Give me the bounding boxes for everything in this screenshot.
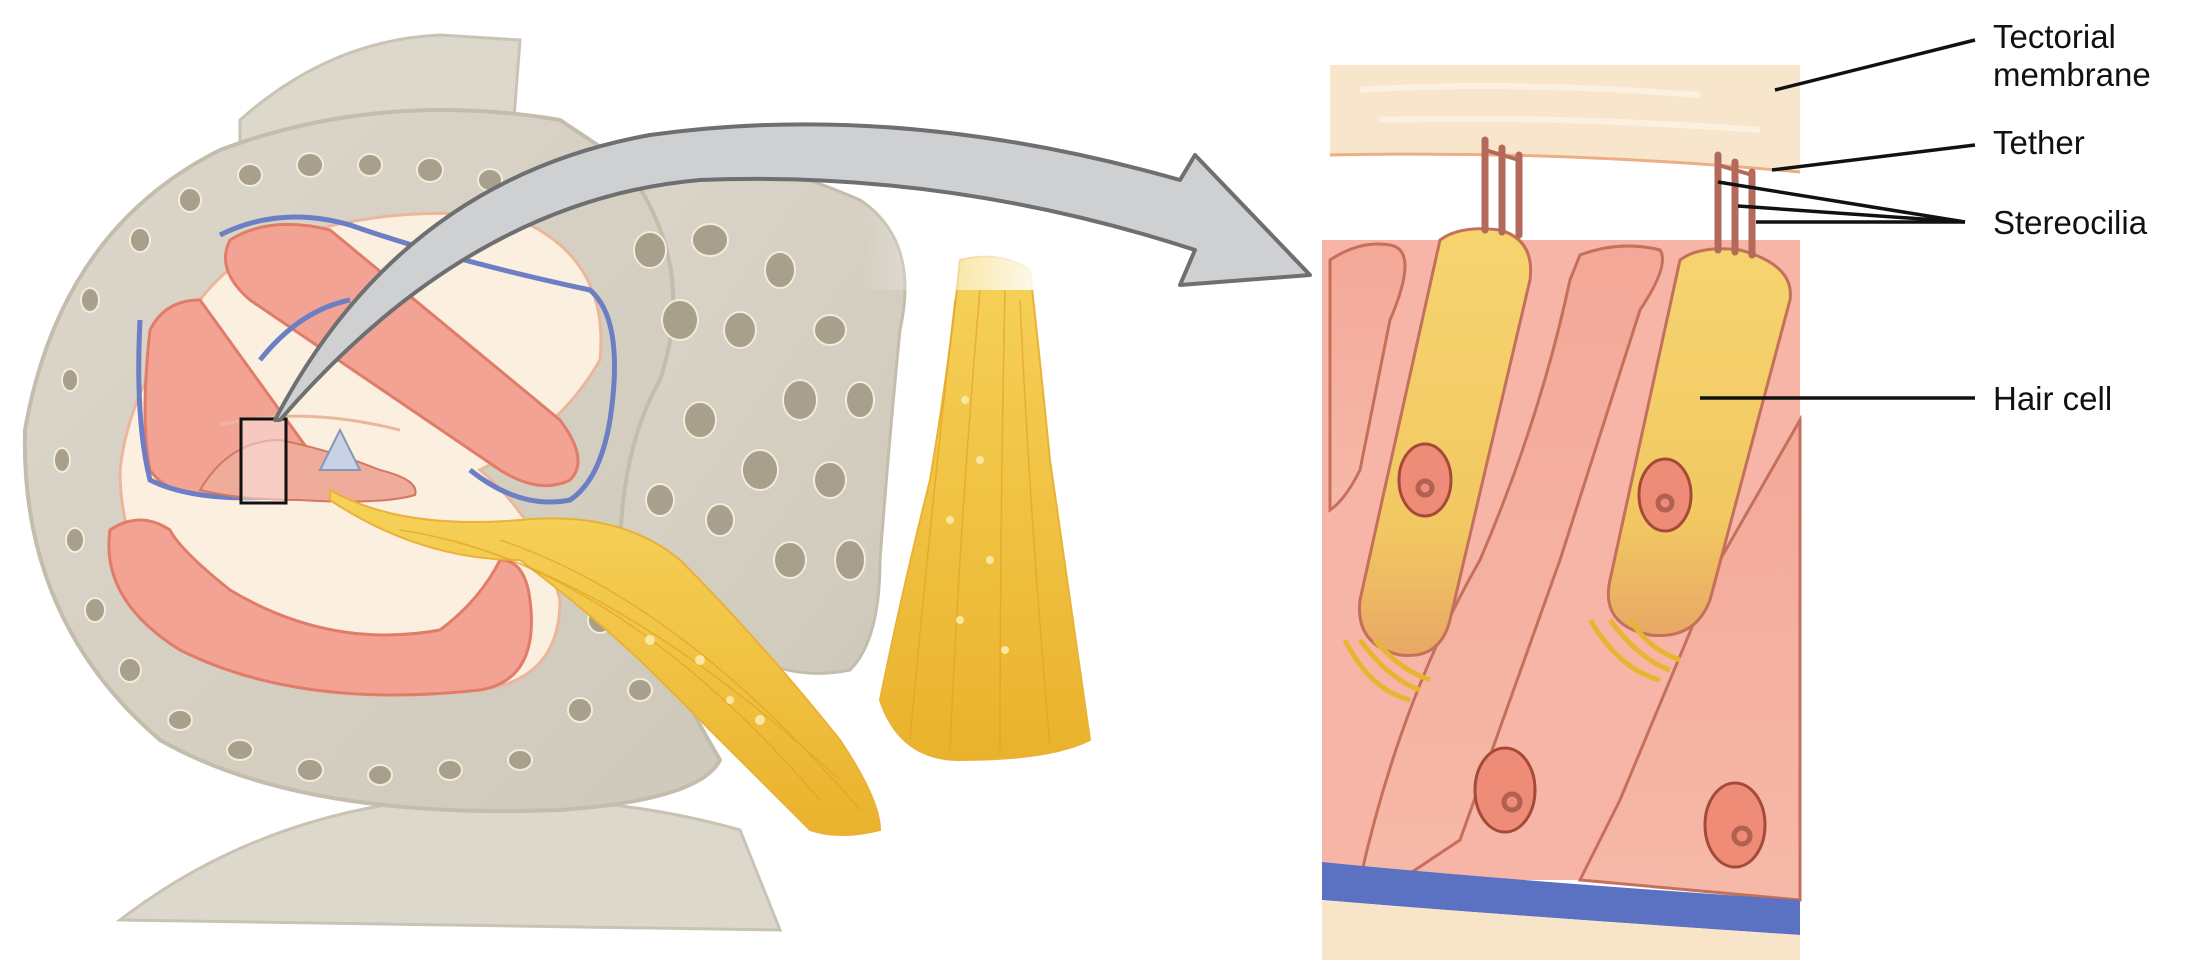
- stereocilia: [1481, 136, 1756, 259]
- tethers: [1484, 148, 1753, 177]
- scala-tympani: [107, 518, 533, 697]
- bone-pores: [53, 152, 875, 786]
- lower-bone: [115, 796, 783, 932]
- cochlear-nerve: [329, 488, 882, 836]
- vestibulocochlear-nerve: [878, 255, 1092, 762]
- label-stereocilia: Stereocilia: [1993, 204, 2148, 241]
- supporting-cell: [1328, 242, 1407, 513]
- nerve-fibers: [399, 289, 1051, 811]
- scala-vestibuli: [224, 222, 580, 488]
- supporting-cell: [1577, 414, 1802, 902]
- label-hair-cell: Hair cell: [1993, 380, 2113, 417]
- hair-cell-right: [1606, 247, 1792, 638]
- inset-region-box: [239, 417, 288, 505]
- organ-of-corti-small: [198, 414, 417, 503]
- label-tether: Tether: [1993, 124, 2085, 161]
- hair-cell-detail-panel: [1322, 65, 1802, 960]
- nerve-endings: [1342, 618, 1681, 703]
- basilar-membrane: [1322, 862, 1800, 935]
- label-tectorial-membrane: Tectorial membrane: [1993, 18, 2151, 93]
- nuclei: [1397, 442, 1767, 869]
- zoom-arrow: [273, 122, 1312, 422]
- leader-lines: [1700, 38, 1976, 400]
- nerve-cell-bodies: [645, 396, 1009, 725]
- supporting-cell: [1358, 244, 1664, 882]
